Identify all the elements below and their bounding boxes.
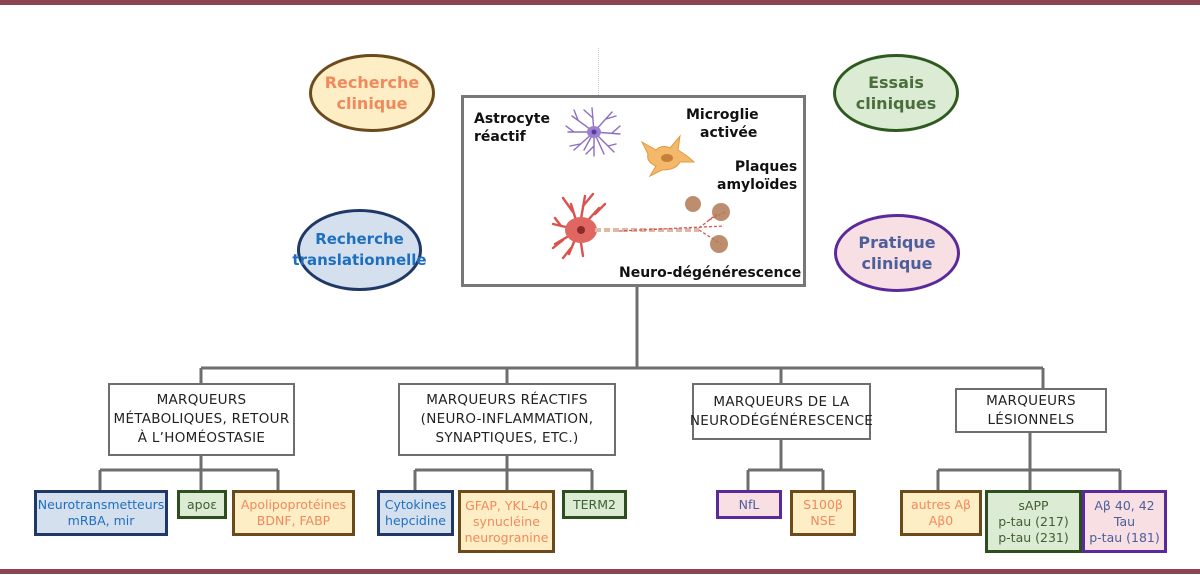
label-line: activée: [700, 125, 758, 141]
marker-term2: TERM2: [562, 490, 627, 519]
marker-text-line: neurogranine: [464, 529, 549, 545]
category-box-lesional: MARQUEURS LÉSIONNELS: [955, 388, 1107, 433]
marker-text-line: autres Aβ: [910, 497, 972, 512]
marker-text-line: Neurotransmetteurs: [37, 497, 165, 512]
marker-text-line: p-tau (217): [998, 513, 1069, 529]
connector-cat3-children: [746, 440, 825, 490]
top-frame-bar: [0, 0, 1200, 5]
ellipse-recherche-clinique: Recherche clinique: [309, 54, 435, 132]
ellipse-text-line: Recherche: [315, 230, 404, 248]
center-illustration-box: Astrocyte réactif Microglie activée Plaq…: [461, 95, 806, 287]
marker-text-line: S100β: [803, 497, 843, 512]
marker-text-line: Cytokines: [384, 497, 447, 512]
dotted-guide-line: [598, 48, 599, 95]
marker-text-line: GFAP, YKL-40: [465, 497, 548, 513]
category-title-line: (NEURO-INFLAMMATION,: [420, 411, 594, 427]
marker-text-line: synucléine: [473, 513, 540, 529]
astrocyte-icon: [565, 107, 621, 157]
ellipse-essais-cliniques: Essais cliniques: [833, 54, 959, 132]
amyloid-plaque-icon: [685, 196, 730, 253]
ellipse-text-line: translationnelle: [292, 251, 427, 269]
connector-cat4-children: [936, 433, 1122, 490]
bottom-frame-bar: [0, 569, 1200, 574]
ellipse-text-line: Pratique: [858, 233, 936, 252]
category-title-line: MARQUEURS: [156, 392, 247, 408]
label-line: amyloïdes: [717, 177, 798, 193]
ellipse-text-line: Essais: [868, 73, 924, 92]
connector-cat2-children: [413, 456, 594, 490]
ellipse-text-line: clinique: [336, 94, 408, 113]
marker-text-line: BDNF, FABP: [256, 513, 331, 528]
label-neuro-degenerescence: Neuro-dégénérescence: [619, 265, 802, 281]
label-line: Microglie: [686, 107, 759, 123]
ellipse-recherche-translationnelle: Recherche translationnelle: [292, 209, 427, 291]
marker-text-line: Apolipoprotéines: [240, 497, 347, 512]
marker-text-line: mRBA, mir: [67, 513, 135, 528]
ellipse-text-line: Recherche: [324, 73, 420, 92]
category-title-line: MARQUEURS DE LA: [713, 393, 850, 410]
marker-text-line: NfL: [738, 496, 760, 512]
marker-nfl: NfL: [716, 490, 782, 519]
microglia-icon: [640, 134, 696, 178]
label-line: Astrocyte: [474, 111, 550, 127]
category-title-line: SYNAPTIQUES, ETC.): [435, 430, 579, 446]
ellipse-text-line: cliniques: [855, 94, 937, 113]
marker-text-line: TERM2: [573, 496, 616, 512]
label-astrocyte: Astrocyte réactif: [474, 110, 550, 146]
marker-text-line: NSE: [810, 513, 836, 528]
marker-text-line: sAPP: [1018, 497, 1049, 513]
label-microglie: Microglie activée: [686, 106, 759, 142]
category-box-neurodegeneration: MARQUEURS DE LA NEURODÉGÉNÉRESCENCE: [689, 383, 874, 440]
marker-text-line: apoε: [187, 496, 217, 512]
marker-text-line: Tau: [1113, 513, 1136, 529]
marker-text-line: p-tau (181): [1089, 529, 1160, 545]
neuron-icon: [551, 192, 726, 260]
category-title-line: MARQUEURS: [986, 392, 1076, 409]
marker-text-line: Aβ 40, 42: [1094, 497, 1155, 513]
marker-apoe: apoε: [177, 490, 227, 519]
category-box-metabolic: MARQUEURS MÉTABOLIQUES, RETOUR À L’HOMÉOST…: [108, 383, 295, 456]
marker-text-line: hepcidine: [385, 513, 446, 528]
label-line: Plaques: [734, 159, 798, 175]
category-title-line: À L’HOMÉOSTASIE: [137, 430, 266, 446]
ellipse-text-line: clinique: [861, 254, 933, 273]
category-box-reactive: MARQUEURS RÉACTIFS (NEURO-INFLAMMATION, SY…: [398, 383, 616, 456]
connector-cat1-children: [98, 456, 280, 490]
category-title-line: MARQUEURS RÉACTIFS: [426, 392, 588, 408]
marker-text-line: p-tau (231): [998, 529, 1069, 545]
category-title-line: MÉTABOLIQUES, RETOUR: [113, 411, 290, 427]
label-plaques: Plaques amyloïdes: [717, 158, 797, 194]
category-title-line: NEURODÉGÉNÉRESCENCE: [689, 412, 874, 429]
category-title-line: LÉSIONNELS: [987, 411, 1075, 428]
ellipse-pratique-clinique: Pratique clinique: [834, 214, 960, 292]
label-line: réactif: [474, 129, 526, 145]
marker-text-line: Aβ0: [928, 513, 954, 528]
